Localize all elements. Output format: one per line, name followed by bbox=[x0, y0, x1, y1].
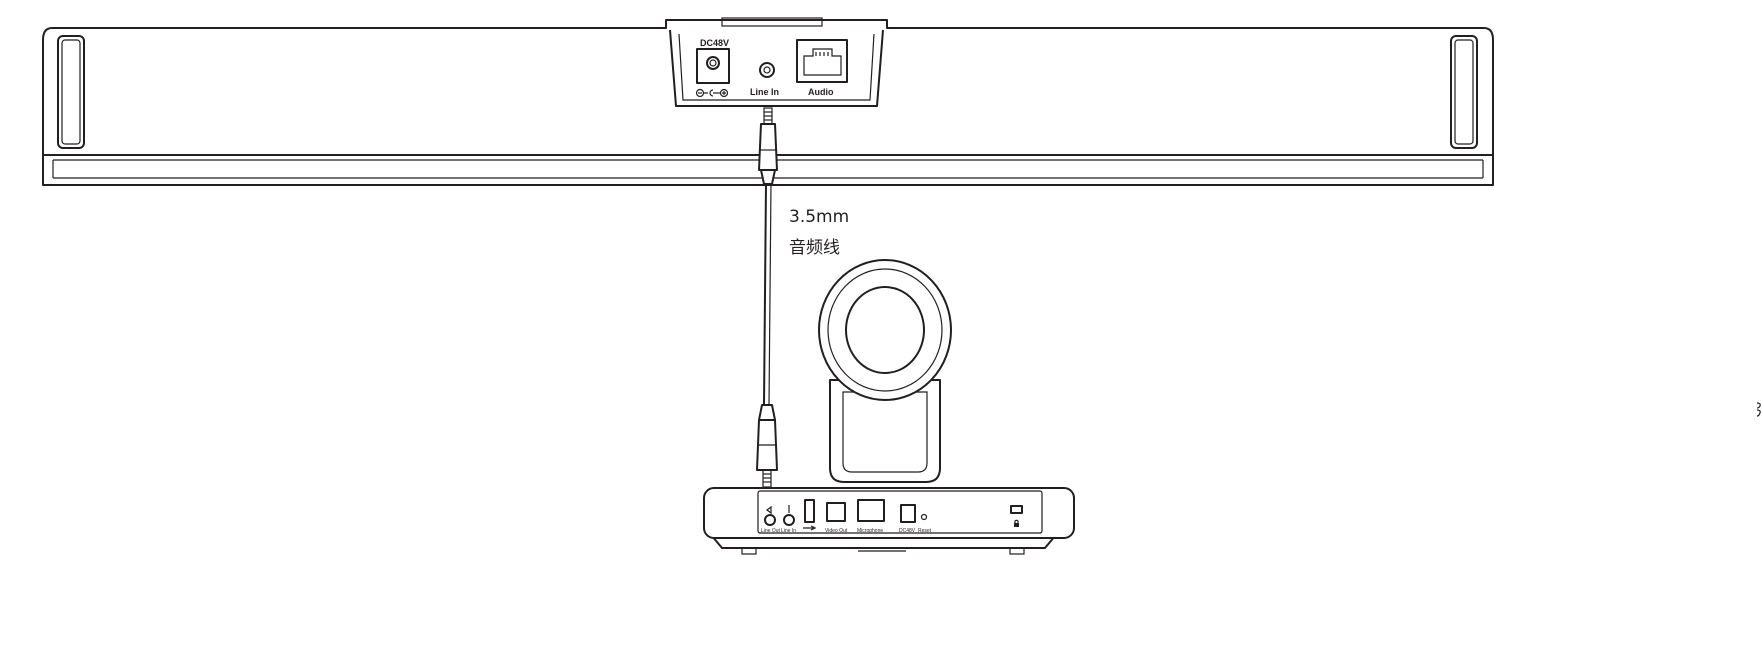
soundbar-audio-port: Audio bbox=[796, 39, 848, 97]
base-line-in-label: Line In bbox=[781, 528, 796, 534]
soundbar-dc-power-port: DC48V bbox=[695, 38, 730, 98]
cable-name-label: 音频线 bbox=[789, 238, 840, 258]
soundbar: DC48V Line In bbox=[42, 17, 1494, 186]
camera-base: Line Out Line In Video Out Microphone DC… bbox=[703, 487, 1075, 555]
soundbar-line-in-label: Line In bbox=[750, 87, 779, 97]
ptz-camera bbox=[818, 259, 952, 483]
base-line-in-port: Line In bbox=[781, 505, 796, 534]
cable-spec-label: 3.5mm bbox=[789, 207, 849, 227]
lock-icon bbox=[1014, 519, 1019, 527]
base-video-out-label: Video Out bbox=[825, 528, 848, 534]
base-reset-button: Reset bbox=[918, 513, 932, 534]
soundbar-dc-label: DC48V bbox=[700, 38, 729, 48]
base-usb-port bbox=[803, 499, 817, 531]
base-reset-label: Reset bbox=[918, 528, 932, 534]
soundbar-audio-label: Audio bbox=[808, 87, 834, 97]
soundbar-line-in-port: Line In bbox=[750, 62, 779, 97]
base-microphone-label: Microphone bbox=[857, 528, 883, 534]
polarity-icon bbox=[695, 88, 729, 98]
base-dc-label: DC48V bbox=[899, 528, 916, 534]
soundbar-port-panel: DC48V Line In bbox=[669, 29, 884, 107]
base-line-out-label: Line Out bbox=[761, 528, 781, 534]
base-dc-power-port: DC48V bbox=[899, 504, 916, 534]
base-line-out-port: Line Out bbox=[761, 505, 781, 534]
audio-cable: 3.5mm 音频线 bbox=[756, 107, 849, 488]
base-lock-slot bbox=[1010, 505, 1023, 527]
page-edge-mark bbox=[1756, 402, 1761, 417]
base-microphone-port: Microphone bbox=[857, 499, 885, 534]
usb-icon bbox=[803, 525, 817, 531]
base-video-out-port: Video Out bbox=[825, 502, 848, 534]
